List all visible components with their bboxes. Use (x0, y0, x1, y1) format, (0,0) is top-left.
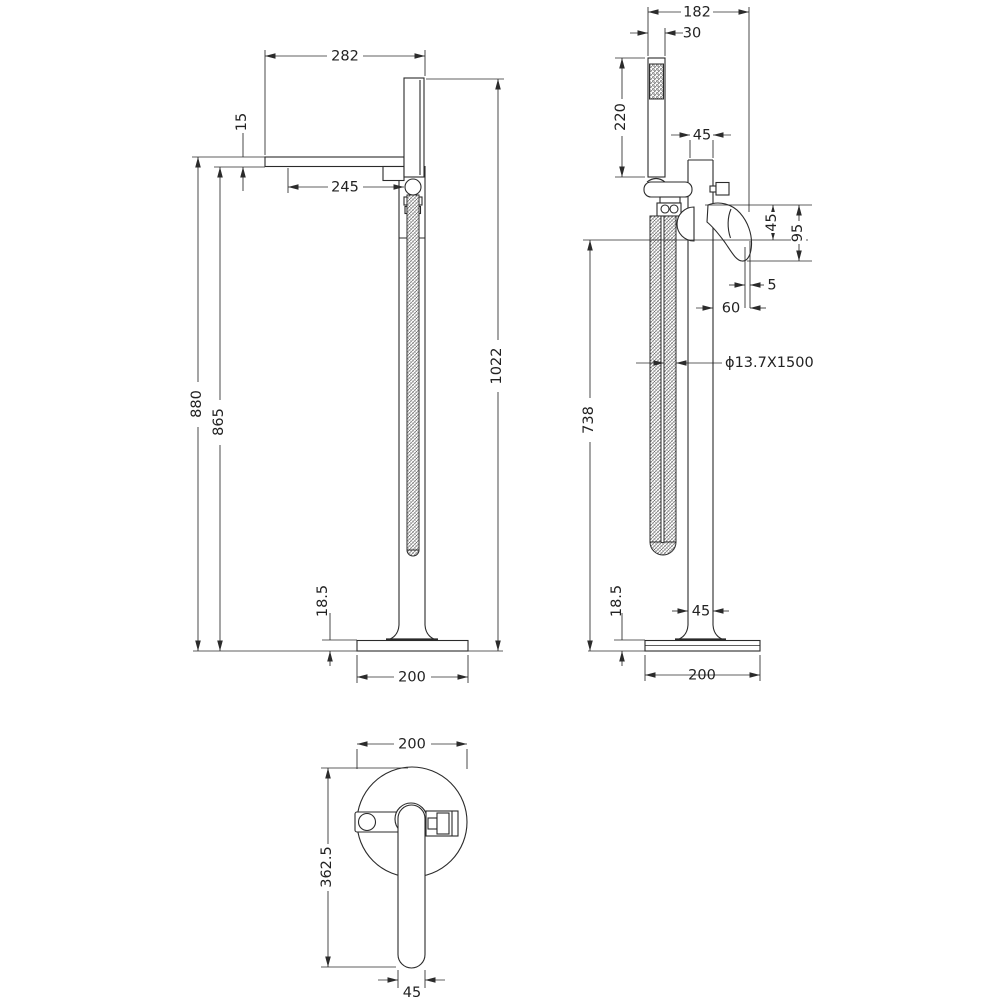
shower-hose-strand (663, 215, 677, 543)
diverter-knob-plan (436, 812, 450, 835)
cartridge-dome (676, 206, 695, 242)
hose-nut-detail (669, 204, 679, 214)
dim-label-base-thickness: 18.5 (315, 585, 331, 617)
dim-label-spout-thickness: 15 (234, 113, 250, 131)
diverter-stem-plan (427, 817, 438, 830)
dim-label-handle-height: 95 (790, 224, 806, 242)
dim-label-depth: 182 (683, 5, 711, 21)
base-plate (356, 639, 469, 652)
handset (403, 77, 425, 178)
diverter-knob-stem (709, 185, 717, 193)
spout (264, 156, 405, 168)
hose-loop-bend (649, 541, 677, 556)
handset-holder-arm (643, 181, 693, 198)
hose-nut-detail (660, 204, 670, 214)
plan-view: 200 362.5 45 (319, 737, 468, 1001)
diverter-knob (715, 181, 730, 196)
dim-label-880: 880 (189, 390, 205, 418)
dim-label-handset-width: 30 (683, 26, 701, 42)
front-view: 282 15 245 880 865 1022 18.5 200 (189, 49, 506, 686)
shower-hose-strand (649, 215, 662, 543)
dim-label-865: 865 (211, 408, 227, 436)
dim-label-handle-offset: 45 (764, 213, 780, 231)
hose-swivel-connector (404, 178, 422, 196)
dim-label-1022: 1022 (489, 348, 505, 385)
dim-extension-line (321, 767, 408, 968)
dim-label-base-dia: 200 (688, 668, 716, 684)
dim-label-lever-width: 45 (403, 985, 421, 1000)
holder-cradle-arc (646, 177, 666, 183)
column-base-flare (674, 624, 727, 642)
dim-extension-line (356, 749, 468, 769)
dim-label-projection: 60 (722, 301, 740, 317)
dim-extension-line (264, 50, 426, 155)
dim-extension-line (689, 140, 714, 158)
lever-detail-arc (727, 208, 732, 239)
dim-label-column-base: 45 (692, 604, 710, 620)
mixer-lever-plan (397, 804, 426, 969)
dim-label-base-dia-plan: 200 (398, 737, 426, 753)
dim-label-base-dia: 200 (398, 670, 426, 686)
dim-label-tip-offset: 5 (767, 278, 776, 294)
handset-holder-bracket (382, 165, 405, 182)
dim-label-738: 738 (581, 406, 597, 434)
hose-nut-flange (659, 196, 681, 204)
side-view: 182 30 220 45 45 95 5 60 ϕ13.7X1500 738 … (581, 5, 814, 684)
dim-extension-line (192, 156, 265, 168)
hose-end-cap (406, 549, 420, 557)
column-base-flare (385, 624, 439, 642)
dim-label-spout-reach: 282 (331, 49, 359, 65)
dim-label-handset-length: 220 (613, 103, 629, 131)
shower-hose (406, 194, 420, 551)
dim-label-base-thickness: 18.5 (609, 585, 625, 617)
dim-extension-line (744, 241, 751, 308)
dim-extension-line (583, 204, 812, 262)
hose-spec-label: ϕ13.7X1500 (725, 355, 814, 371)
crossbar-port (357, 812, 377, 832)
dim-label-lever-reach: 362.5 (319, 846, 335, 888)
dim-label-column-width: 45 (693, 128, 711, 144)
handset-spray-face (649, 63, 664, 100)
dim-label-spout-projection: 245 (331, 180, 359, 196)
